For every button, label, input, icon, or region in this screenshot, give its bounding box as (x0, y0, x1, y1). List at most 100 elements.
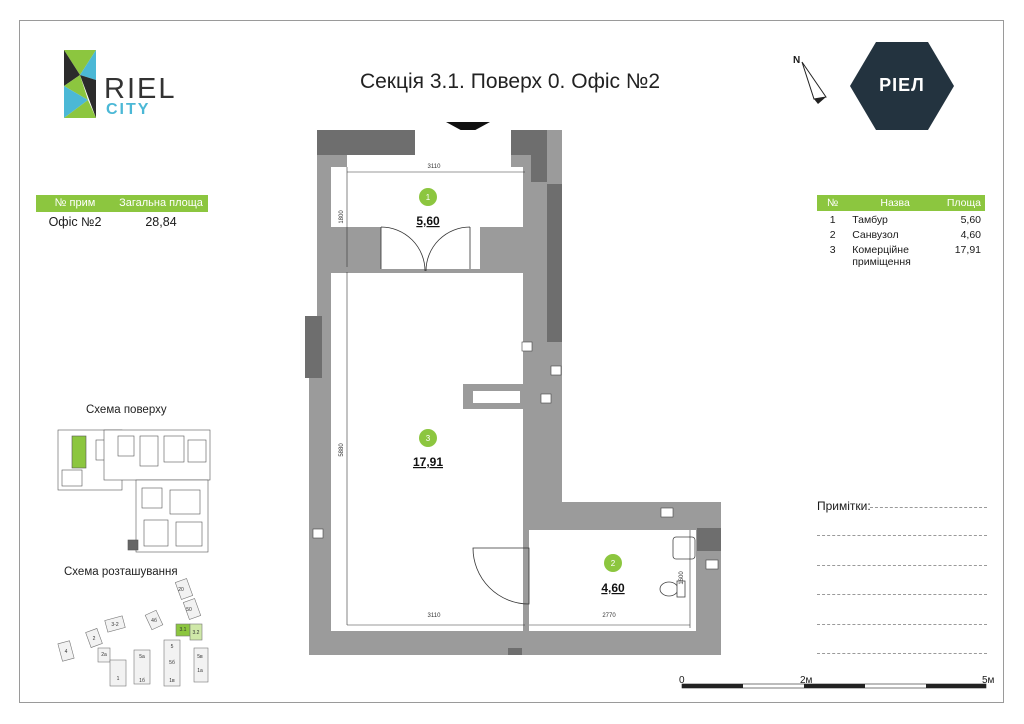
location-label: 50 (186, 607, 192, 613)
scale-mid: 2м (800, 675, 813, 686)
floor-plan: 3110 1800 5880 3110 2770 1600 1 5,60 3 1… (305, 130, 725, 655)
vent-icon (312, 528, 324, 539)
scale-start: 0 (679, 675, 685, 686)
location-label: 4б (151, 618, 157, 624)
note-line (817, 653, 987, 654)
vent-icon (660, 507, 674, 518)
location-label: 3.2 (193, 630, 200, 636)
wall-dark (317, 130, 415, 155)
vent-icon (550, 365, 562, 376)
table-row: 1 Тамбур 5,60 (817, 211, 985, 226)
wall-dark (547, 184, 562, 342)
room-badge-number: 1 (426, 193, 431, 202)
location-label: 1а (197, 668, 203, 674)
summary-cell-area: 28,84 (145, 215, 177, 229)
scale-bar (681, 683, 987, 689)
rooms-header-area: Площа (946, 197, 981, 209)
note-line (817, 535, 987, 536)
door-swing (380, 226, 426, 272)
scale-end: 5м (982, 675, 995, 686)
location-label: 2 (93, 636, 96, 642)
dimension-label: 5880 (339, 443, 345, 457)
rooms-header-name: Назва (880, 197, 910, 209)
wall-dark (697, 528, 721, 551)
vent-icon (540, 393, 552, 404)
drawing-frame (19, 20, 1004, 703)
toilet-icon (659, 581, 679, 597)
location-label: 5 (171, 644, 174, 650)
rooms-table-header: № Назва Площа (817, 195, 985, 211)
note-line (817, 565, 987, 566)
rooms-header-number: № (826, 197, 839, 209)
location-label: 5в (197, 654, 203, 660)
room-number: 1 (829, 214, 836, 226)
riel-badge-text: РІЕЛ (879, 75, 925, 95)
room-area: 17,91 (954, 244, 981, 256)
location-label: 2а (101, 652, 107, 658)
vent-icon (521, 341, 533, 352)
door-swing (472, 547, 530, 605)
room-area-label: 4,60 (601, 581, 625, 595)
note-line (817, 624, 987, 625)
location-label: 1в (169, 678, 175, 684)
room-name: Санвузол (852, 229, 899, 241)
room-commercial (331, 273, 523, 631)
page-title: Секція 3.1. Поверх 0. Офіс №2 (359, 70, 661, 93)
location-label: 20 (178, 587, 184, 593)
wall-dark (531, 130, 547, 182)
summary-header-area: Загальна площа (119, 197, 203, 209)
dimension-label: 1600 (679, 571, 685, 585)
room-bathroom (529, 530, 696, 631)
table-row: 2 Санвузол 4,60 (817, 226, 985, 241)
room-badge (604, 554, 622, 572)
location-scheme-caption: Схема розташування (64, 566, 178, 578)
dimension-label: 3110 (428, 164, 442, 170)
note-line (817, 594, 987, 595)
room-badge-number: 2 (611, 559, 616, 568)
location-label: 1 (117, 676, 120, 682)
summary-table-row: Офіс №2 28,84 (36, 212, 208, 232)
riel-city-word2: CITY (106, 101, 151, 118)
door-swing (425, 226, 471, 272)
room-number: 3 (829, 244, 836, 256)
partition-wall (480, 227, 523, 270)
location-label: 5а (139, 654, 145, 660)
summary-header-number: № прим (54, 197, 96, 209)
partition-wall (331, 227, 381, 270)
location-scheme-thumbnail (57, 578, 209, 687)
room-badge (419, 188, 437, 206)
riel-city-word1: RIEL (104, 73, 177, 105)
room-badge-number: 3 (426, 434, 431, 443)
room-area-label: 17,91 (413, 455, 443, 469)
dimension-label: 3110 (428, 613, 442, 619)
wall-dark (508, 648, 522, 655)
location-label: 1б (139, 678, 145, 684)
riel-badge: РІЕЛ (850, 42, 954, 130)
dimension-label: 1800 (339, 210, 345, 224)
north-arrow-icon (801, 61, 827, 104)
table-row: 3 Комерційне приміщення 17,91 (817, 241, 985, 268)
room-area-label: 5,60 (416, 214, 440, 228)
location-label: 4 (65, 649, 68, 655)
room-name: Тамбур (852, 214, 888, 226)
sink-icon (672, 536, 696, 560)
entrance-arrow-icon (446, 122, 490, 134)
room-badge (419, 429, 437, 447)
room-name: Комерційне приміщення (852, 244, 911, 268)
floor-scheme-caption: Схема поверху (86, 404, 167, 416)
room-area: 4,60 (960, 229, 981, 241)
location-label: 3.1 (180, 627, 187, 633)
wall-dark (305, 316, 322, 378)
room-number: 2 (829, 229, 836, 241)
vent-icon (705, 559, 719, 570)
summary-table: № прим Загальна площа Офіс №2 28,84 (36, 195, 208, 232)
north-letter: N (793, 55, 801, 66)
notes-label: Примітки: (817, 499, 871, 513)
dimension-label: 2770 (602, 613, 616, 619)
room-area: 5,60 (960, 214, 981, 226)
note-line (870, 507, 987, 508)
floor-scheme-thumbnail (57, 429, 211, 553)
summary-cell-office: Офіс №2 (48, 215, 102, 229)
location-label: 5б (169, 660, 175, 666)
